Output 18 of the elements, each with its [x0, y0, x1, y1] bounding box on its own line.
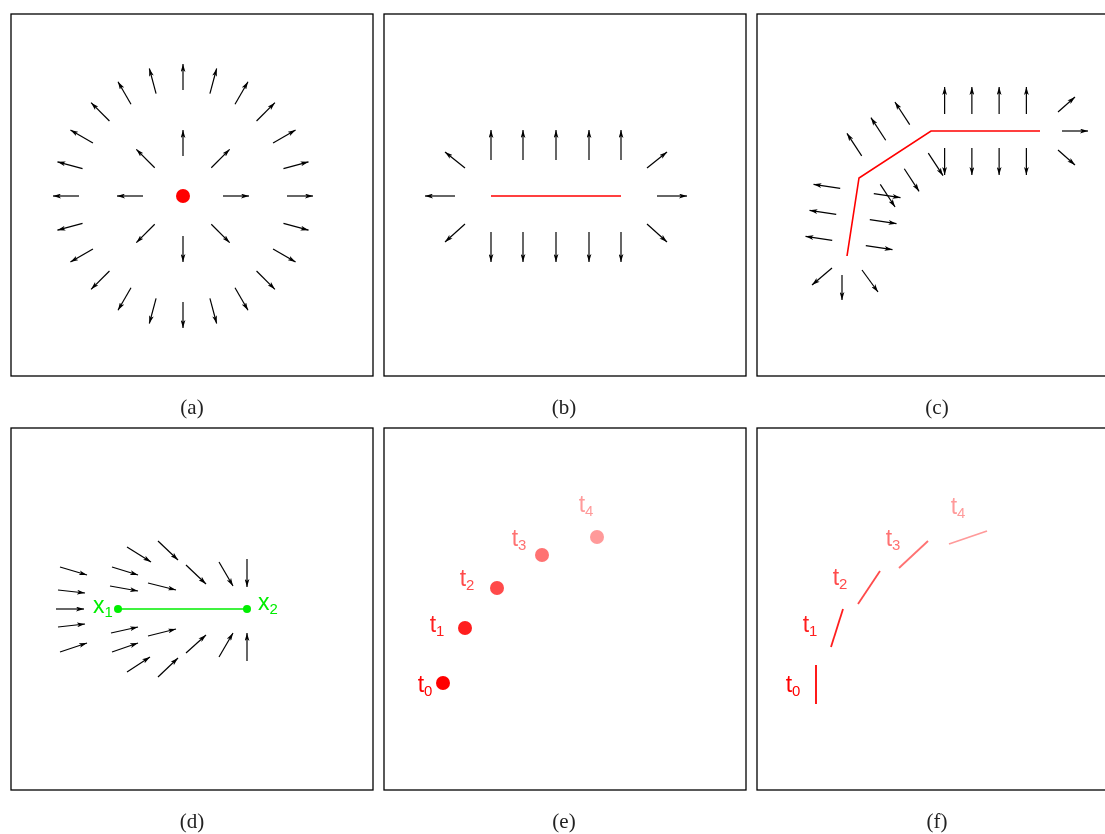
variable-label: t$_{0}$ [785, 672, 801, 700]
panel-caption: (f) [926, 810, 948, 832]
variable-label: x$_{2}$ [258, 590, 278, 618]
variable-label: t$_{4}$ [578, 492, 594, 520]
variable-label: t$_{4}$ [950, 494, 966, 522]
variable-label: t$_{2}$ [832, 565, 848, 593]
variable-label: t$_{2}$ [459, 566, 475, 594]
variable-label: t$_{3}$ [511, 526, 527, 554]
variable-label: t$_{0}$ [417, 672, 433, 700]
variable-label: t$_{1}$ [429, 612, 445, 640]
variable-label: t$_{3}$ [885, 526, 901, 554]
panel-caption: (a) [180, 396, 204, 418]
panel-caption: (b) [551, 396, 577, 418]
panel-caption: (d) [179, 810, 205, 832]
panel-caption: (e) [552, 810, 576, 832]
panel-caption: (c) [925, 396, 949, 418]
variable-label: t$_{1}$ [802, 612, 818, 640]
variable-label: x$_{1}$ [93, 593, 113, 621]
